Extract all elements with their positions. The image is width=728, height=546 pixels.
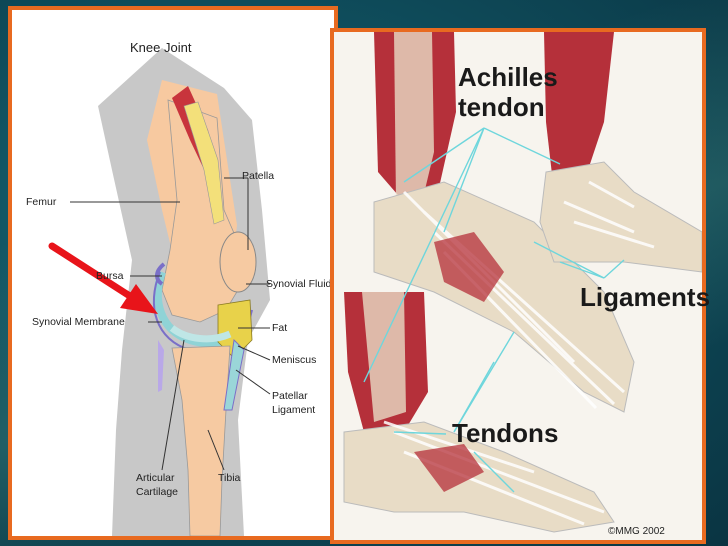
side-foot-ligaments: [563, 180, 655, 249]
posterior-tissue: [158, 340, 164, 392]
knee-title: Knee Joint: [130, 40, 192, 55]
label-synovial-membrane: Synovial Membrane: [32, 316, 125, 328]
label-patella: Patella: [242, 170, 275, 182]
articular-cartilage: [169, 325, 232, 343]
foot-diagram-panel: Achilles tendon Ligaments Tendons ©MMG 2…: [330, 28, 710, 544]
label-articular-cartilage-2: Cartilage: [136, 486, 179, 498]
label-tendons: Tendons: [452, 418, 559, 448]
foot-illustration: [334, 32, 702, 540]
knee-diagram-panel: Knee Joint Femur Patella Bursa Synovial …: [8, 6, 338, 540]
foot-leader-lines: [363, 127, 625, 493]
label-ligaments: Ligaments: [580, 282, 711, 312]
quad-tendon: [183, 101, 225, 225]
patella-bone: [219, 231, 257, 293]
side-leg: [544, 32, 614, 192]
label-achilles-1: Achilles: [458, 62, 558, 92]
label-femur: Femur: [26, 196, 57, 208]
label-synovial-fluid: Synovial Fluid: [266, 278, 332, 290]
label-tibia: Tibia: [218, 472, 241, 484]
tibia-bone: [171, 345, 231, 536]
label-bursa: Bursa: [96, 270, 124, 282]
copyright-text: ©MMG 2002: [608, 526, 665, 537]
lower-foot: [343, 421, 615, 533]
lower-leg-bone: [362, 292, 406, 422]
label-achilles-2: tendon: [458, 92, 545, 122]
label-articular-cartilage-1: Articular: [136, 472, 175, 484]
knee-leader-lines: [70, 177, 271, 471]
label-meniscus: Meniscus: [272, 354, 317, 366]
lower-foot-muscle: [414, 444, 484, 492]
label-patellar-ligament-2: Ligament: [272, 404, 316, 416]
knee-illustration: [48, 48, 271, 536]
upper-foot-muscle: [434, 232, 504, 302]
label-fat: Fat: [272, 322, 288, 334]
side-foot: [539, 161, 702, 273]
label-patellar-ligament-1: Patellar: [272, 390, 308, 402]
upper-leg-bone: [394, 32, 434, 202]
red-arrow: [48, 242, 158, 314]
